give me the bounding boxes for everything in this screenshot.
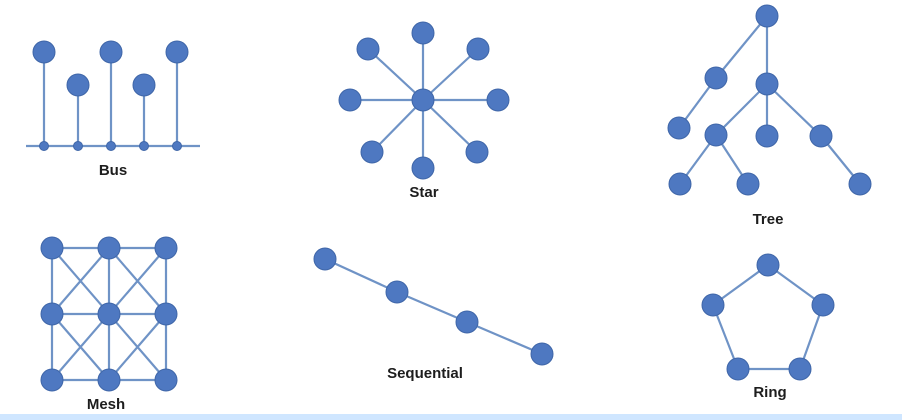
tree-node bbox=[755, 124, 779, 148]
mesh-node bbox=[97, 368, 121, 392]
star-diagram: Star bbox=[338, 21, 510, 201]
ring-node bbox=[701, 293, 725, 317]
tree-node bbox=[809, 124, 833, 148]
bus-tap bbox=[172, 141, 182, 151]
star-node bbox=[486, 88, 510, 112]
sequential-edge bbox=[396, 290, 468, 324]
tree-node bbox=[668, 172, 692, 196]
ring-node bbox=[788, 357, 812, 381]
bus-node bbox=[132, 73, 156, 97]
tree-node bbox=[755, 72, 779, 96]
bus-node bbox=[32, 40, 56, 64]
mesh-node bbox=[154, 368, 178, 392]
ring-diagram: Ring bbox=[701, 253, 835, 401]
mesh-node bbox=[97, 236, 121, 260]
ring-label: Ring bbox=[753, 384, 786, 401]
star-spoke bbox=[371, 99, 424, 153]
tree-root bbox=[755, 4, 779, 28]
bus-tap bbox=[73, 141, 83, 151]
star-spoke bbox=[367, 48, 424, 101]
bus-diagram: Bus bbox=[26, 40, 200, 179]
mesh-diagram: Mesh bbox=[40, 236, 178, 413]
tree-edge bbox=[715, 15, 768, 79]
bus-node bbox=[99, 40, 123, 64]
mesh-edge bbox=[108, 247, 167, 315]
mesh-node bbox=[40, 236, 64, 260]
tree-node bbox=[667, 116, 691, 140]
tree-diagram: Tree bbox=[667, 4, 872, 228]
mesh-node bbox=[154, 302, 178, 326]
tree-node bbox=[848, 172, 872, 196]
ring-node bbox=[756, 253, 780, 277]
sequential-node bbox=[313, 247, 337, 271]
mesh-edge bbox=[51, 313, 110, 381]
tree-label: Tree bbox=[753, 211, 784, 228]
mesh-node bbox=[40, 302, 64, 326]
mesh-node bbox=[154, 236, 178, 260]
sequential-label: Sequential bbox=[387, 365, 463, 382]
sequential-edge bbox=[466, 320, 543, 356]
sequential-node bbox=[455, 310, 479, 334]
ring-node bbox=[726, 357, 750, 381]
bus-label: Bus bbox=[99, 162, 127, 179]
star-node bbox=[356, 37, 380, 61]
bus-tap bbox=[106, 141, 116, 151]
bus-node bbox=[165, 40, 189, 64]
star-node bbox=[465, 140, 489, 164]
mesh-edge bbox=[108, 313, 167, 381]
sequential-node bbox=[530, 342, 554, 366]
star-spoke bbox=[422, 99, 478, 153]
sequential-edge bbox=[324, 258, 398, 293]
tree-node bbox=[704, 66, 728, 90]
tree-edge bbox=[715, 83, 768, 136]
bus-tap bbox=[39, 141, 49, 151]
mesh-edge bbox=[51, 247, 110, 315]
bus-node bbox=[66, 73, 90, 97]
star-node bbox=[360, 140, 384, 164]
sequential-diagram: Sequential bbox=[313, 247, 554, 382]
star-node bbox=[466, 37, 490, 61]
tree-node bbox=[704, 123, 728, 147]
ring-node bbox=[811, 293, 835, 317]
mesh-node bbox=[40, 368, 64, 392]
star-node bbox=[411, 21, 435, 45]
mesh-label: Mesh bbox=[87, 396, 125, 413]
star-node bbox=[411, 156, 435, 180]
star-hub bbox=[411, 88, 435, 112]
tree-node bbox=[736, 172, 760, 196]
bus-tap bbox=[139, 141, 149, 151]
mesh-node bbox=[97, 302, 121, 326]
star-spoke bbox=[422, 48, 479, 101]
sequential-node bbox=[385, 280, 409, 304]
star-label: Star bbox=[409, 184, 438, 201]
bottom-divider bbox=[0, 414, 902, 420]
star-node bbox=[338, 88, 362, 112]
tree-edge bbox=[766, 83, 822, 137]
